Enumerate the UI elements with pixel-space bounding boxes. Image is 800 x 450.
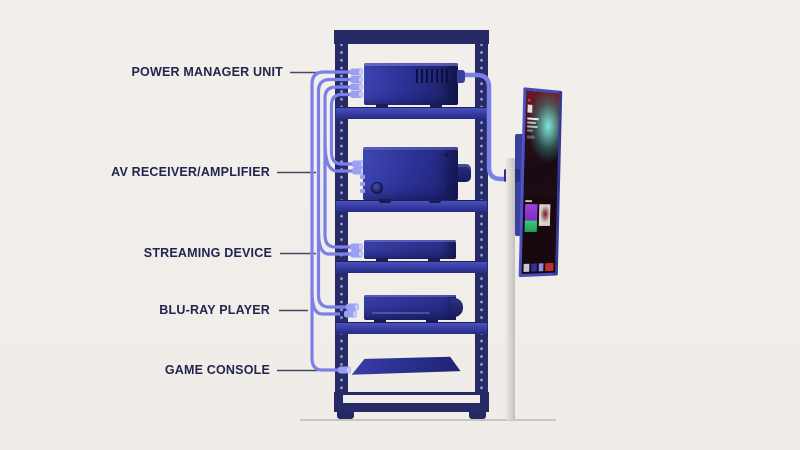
game-console xyxy=(344,356,472,392)
plug-bluray-2 xyxy=(344,310,357,318)
app-tile xyxy=(530,263,537,272)
thumbnail-poster xyxy=(524,203,538,232)
screen-title-line xyxy=(527,117,539,121)
label-power-manager-unit: POWER MANAGER UNIT xyxy=(131,65,283,79)
rack-right-post xyxy=(475,30,488,412)
screen-thumbnails xyxy=(523,203,557,232)
label-streaming-device: STREAMING DEVICE xyxy=(143,246,272,260)
device-foot xyxy=(426,319,438,323)
power-manager-unit xyxy=(364,63,458,108)
streaming-device xyxy=(364,240,456,262)
device-foot xyxy=(374,319,386,323)
screen-app-tiles xyxy=(522,261,556,274)
device-foot xyxy=(379,199,391,203)
rack-bottom-slot xyxy=(343,395,480,403)
disc-tray-slot xyxy=(372,312,430,314)
plug-bluray-1 xyxy=(346,303,359,311)
power-button xyxy=(445,153,449,157)
screen-text-line xyxy=(527,129,533,132)
plug-pm-3 xyxy=(350,83,363,91)
rack-top-rail xyxy=(334,30,489,44)
av-port xyxy=(360,182,365,186)
av-port xyxy=(360,189,365,193)
cable-to-streaming xyxy=(323,85,362,249)
av-receiver-amplifier xyxy=(360,147,458,203)
screw-dot xyxy=(446,188,450,192)
thumbnail-poster xyxy=(538,203,551,226)
console-top-slab xyxy=(351,356,461,375)
rack-shelf-2 xyxy=(336,200,487,212)
rack-right-foot xyxy=(469,411,486,419)
app-tile xyxy=(538,263,544,272)
rack-shelf-3 xyxy=(336,261,487,273)
device-foot xyxy=(376,258,388,262)
cable-to-tv xyxy=(456,72,510,182)
plug-stream-1 xyxy=(350,243,363,251)
cable-av-receiver-2 xyxy=(323,141,354,173)
ground-line xyxy=(300,419,556,421)
screen-text-line xyxy=(527,125,538,129)
rack-shelf-4 xyxy=(336,322,487,334)
screen-app-logo xyxy=(527,104,533,113)
cable-to-bluray xyxy=(316,77,362,309)
label-blu-ray-player: BLU-RAY PLAYER xyxy=(159,303,270,317)
screen-play-button xyxy=(526,135,535,139)
rack-left-foot xyxy=(337,411,354,419)
av-port xyxy=(360,175,365,179)
tv-screen xyxy=(521,90,560,275)
plug-pm-2 xyxy=(350,76,363,83)
av-receiver-side-port xyxy=(458,164,471,182)
plug-pm-4 xyxy=(350,91,363,98)
plug-pm-1 xyxy=(350,68,363,76)
label-game-console: GAME CONSOLE xyxy=(164,363,270,377)
cable-streaming-2 xyxy=(316,231,352,256)
power-manager-vents xyxy=(416,69,448,83)
device-foot xyxy=(376,104,388,108)
rack-shelf-1 xyxy=(336,107,487,119)
cable-to-game-console xyxy=(310,70,362,372)
cable-bluray-2 xyxy=(310,291,340,316)
tv-hero-banner xyxy=(523,90,560,198)
device-foot xyxy=(429,199,441,203)
device-foot xyxy=(430,104,442,108)
plug-stream-2 xyxy=(350,250,363,258)
blu-ray-player xyxy=(364,295,463,323)
app-tile xyxy=(545,262,554,272)
screen-row-label xyxy=(525,199,532,202)
tv-stand-pole xyxy=(506,158,515,420)
screen-logo-dot xyxy=(527,98,531,102)
screen-text-line xyxy=(527,121,536,125)
wall-mounted-tv xyxy=(518,87,563,278)
power-manager-output-port xyxy=(457,70,465,83)
volume-knob xyxy=(371,182,383,194)
device-foot xyxy=(428,258,440,262)
bluray-rounded-end xyxy=(450,298,463,317)
label-av-receiver-amplifier: AV RECEIVER/AMPLIFIER xyxy=(111,165,270,179)
cable-to-av-receiver xyxy=(329,92,362,166)
app-tile xyxy=(523,263,530,272)
